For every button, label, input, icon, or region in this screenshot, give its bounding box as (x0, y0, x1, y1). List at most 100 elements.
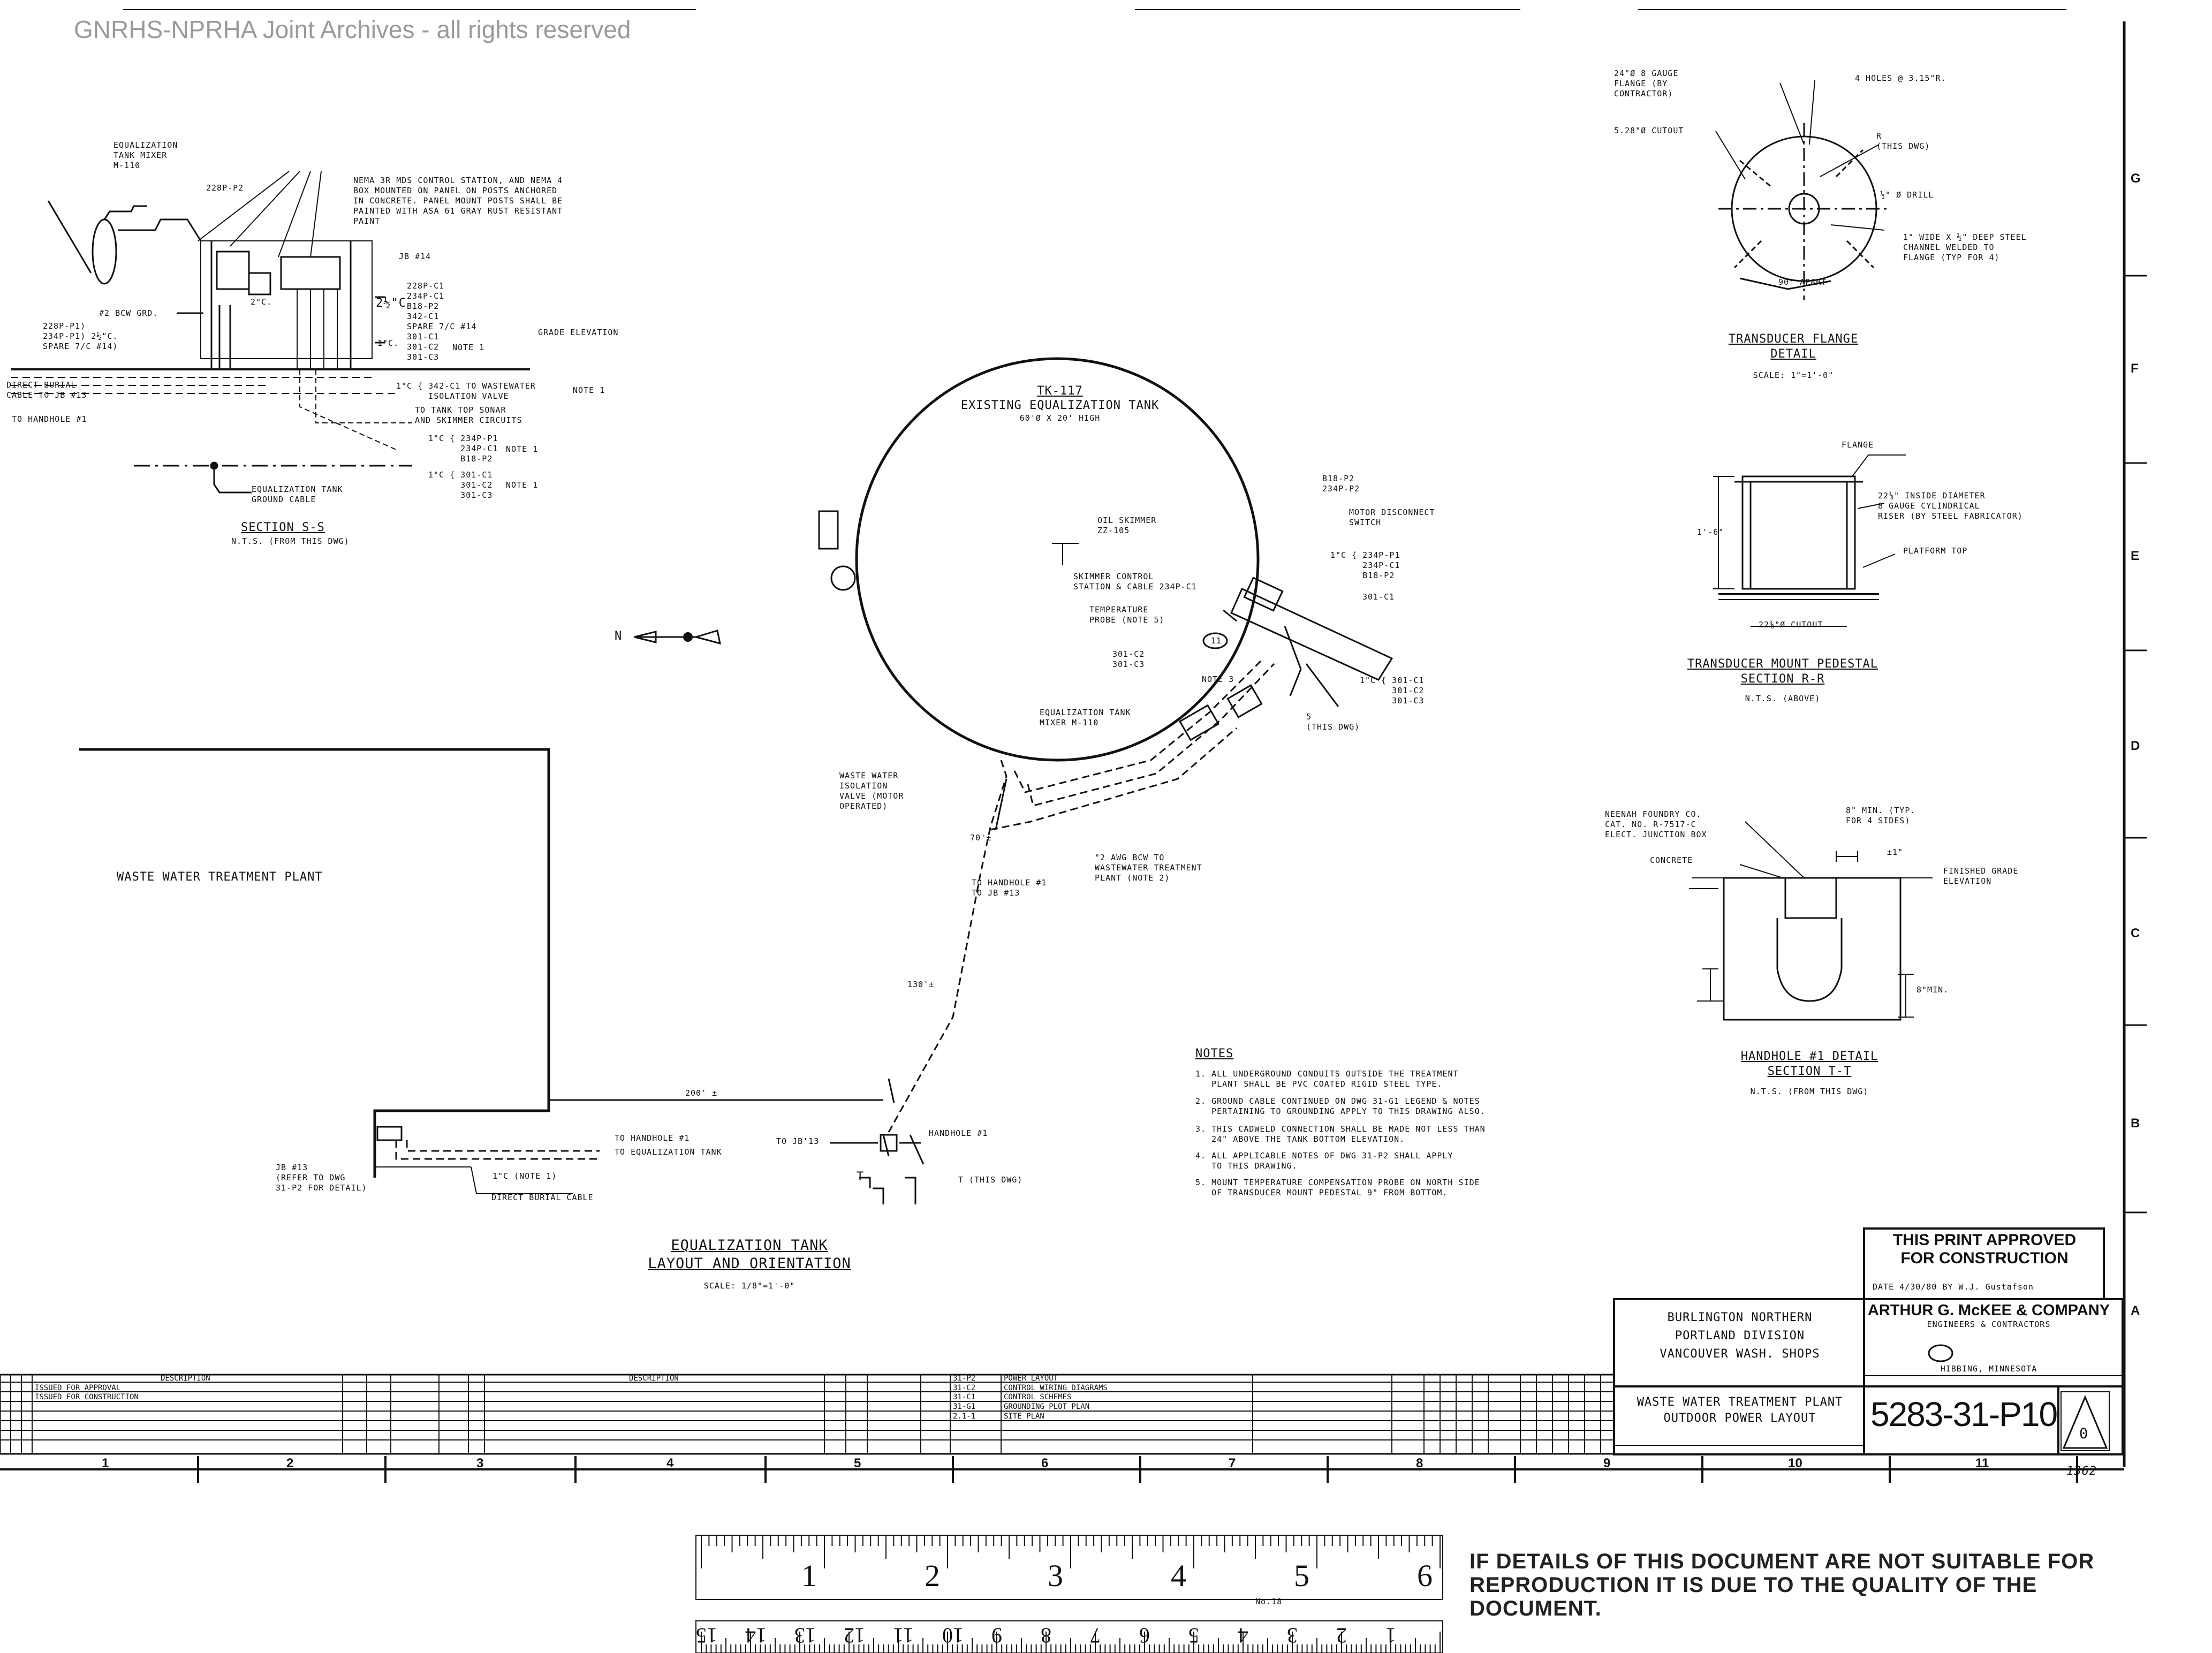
handhole-1-label: HANDHOLE #1 (929, 1128, 988, 1138)
valve-label: WASTE WATER ISOLATION VALVE (MOTOR OPERA… (839, 771, 904, 811)
to-handhole-label: TO HANDHOLE #1 (12, 414, 87, 424)
ruler-bottom-number: 3 (1287, 1624, 1298, 1648)
company-subtitle: ENGINEERS & CONTRACTORS (1927, 1320, 2051, 1329)
motor-switch-label: MOTOR DISCONNECT SWITCH (1349, 507, 1435, 527)
ruler-top-5: 5 (1294, 1558, 1309, 1593)
approval-stamp: THIS PRINT APPROVED FOR CONSTRUCTION (1892, 1231, 2077, 1267)
two-inch-conduit: 2"C. (251, 297, 272, 307)
grade-elevation-label: GRADE ELEVATION (538, 328, 619, 337)
reference-num-4: 31-G1 (953, 1402, 976, 1411)
flange-holes-label: 4 HOLES @ 3.15"R. (1855, 73, 1946, 83)
approval-date: DATE 4/30/80 BY W.J. Gustafson (1873, 1282, 2034, 1292)
revision-table-lines (0, 1374, 1615, 1455)
ruler-bottom-number: 6 (1139, 1624, 1150, 1648)
ruler-bottom-number: 12 (844, 1624, 865, 1648)
grid-ticks-bottom (197, 1456, 2078, 1483)
plant-linework (79, 748, 925, 1204)
ground-cable-label: EQUALIZATION TANK GROUND CABLE (252, 484, 343, 504)
grid-letter-a: A (2131, 1303, 2140, 1318)
tag-11: 11 (1211, 636, 1222, 646)
circuits-b-list: 301-C1 301-C2 301-C3 (407, 332, 440, 362)
drawing-title: WASTE WATER TREATMENT PLANT OUTDOOR POWE… (1637, 1396, 1843, 1425)
direct-burial-cable-label: DIRECT BURIAL CABLE (491, 1193, 594, 1202)
flange-this-dwg: R (THIS DWG) (1876, 131, 1930, 151)
to-equalization-tank-label: TO EQUALIZATION TANK (615, 1147, 722, 1157)
flange-drill-label: ½" Ø DRILL (1880, 190, 1934, 200)
flange-scale: SCALE: 1"=1'-0" (1753, 370, 1834, 380)
ruler-top-4: 4 (1171, 1558, 1186, 1593)
pedestal-height-label: 1'-6" (1697, 527, 1724, 537)
grid-letter-d: D (2131, 739, 2140, 753)
reference-header: DESCRIPTION (629, 1374, 679, 1383)
pedestal-linework (1713, 454, 1906, 627)
left-circuit-list: 228P-P1) 234P-P1) 2½"C. SPARE 7/C #14) (43, 321, 118, 351)
bcw-label: "2 AWG BCW TO WASTEWATER TREATMENT PLANT… (1095, 853, 1202, 883)
ruler-bottom-number: 11 (893, 1624, 914, 1648)
plant-outline (79, 748, 550, 1178)
flange-title: TRANSDUCER FLANGE DETAIL (1728, 332, 1859, 361)
ruler-top-3: 3 (1048, 1558, 1063, 1593)
reference-row-4: GROUNDING PLOT PLAN (1004, 1402, 1090, 1411)
pedestal-subtitle: N.T.S. (ABOVE) (1745, 694, 1821, 703)
tank-linework (634, 357, 1393, 1133)
dim-130: 130'± (907, 980, 935, 989)
reference-row-3: CONTROL SCHEMES (1004, 1393, 1072, 1401)
tank-size: 60'Ø X 20' HIGH (1019, 413, 1101, 423)
flange-channel-label: 1" WIDE X ½" DEEP STEEL CHANNEL WELDED T… (1903, 232, 2027, 262)
note-item-4: 4. ALL APPLICABLE NOTES OF DWG 31-P2 SHA… (1195, 1151, 1453, 1171)
ruler-top-1: 1 (801, 1558, 817, 1593)
reference-num-5: 2.1-1 (953, 1412, 976, 1421)
note-item-5: 5. MOUNT TEMPERATURE COMPENSATION PROBE … (1195, 1178, 1480, 1197)
flange-linework (1715, 80, 1890, 300)
client-block: BURLINGTON NORTHERN PORTLAND DIVISION VA… (1660, 1311, 1820, 1361)
ruler-bottom-number: 14 (745, 1624, 767, 1648)
jb13-label: JB #13 (REFER TO DWG 31-P2 FOR DETAIL) (276, 1163, 367, 1193)
grid-number-7: 7 (1229, 1456, 1236, 1470)
tank-id: TK-117 (1037, 384, 1083, 398)
note1a-label: NOTE 1 (452, 343, 485, 352)
section-ss-title: SECTION S-S (241, 521, 325, 534)
jb14-label: JB #14 (399, 252, 431, 261)
flange-cutout-label: 5.28"Ø CUTOUT (1614, 126, 1684, 135)
grid-number-8: 8 (1416, 1456, 1423, 1470)
skimmer-control-label: SKIMMER CONTROL STATION & CABLE 234P-C1 (1073, 572, 1197, 592)
flange-gauge-label: 24"Ø 8 GAUGE FLANGE (BY CONTRACTOR) (1614, 69, 1679, 98)
ruler-bottom-number: 7 (1090, 1624, 1101, 1648)
tank-outline (855, 357, 1260, 762)
ruler-tag: No.18 (1255, 1597, 1283, 1606)
reference-num-3: 31-C1 (953, 1393, 976, 1401)
to-handhole-vertical: TO HANDHOLE #1 TO JB #13 (972, 878, 1047, 898)
p2-label: 228P-P2 (206, 183, 244, 193)
handhole-linework (1689, 821, 1933, 1021)
grid-number-11: 11 (1975, 1456, 1989, 1470)
conduit-b-label: 1"C. (377, 338, 399, 348)
to-handhole-1-label: TO HANDHOLE #1 (615, 1133, 690, 1143)
reference-row-1: POWER LAYOUT (1004, 1374, 1058, 1383)
section-ss-subtitle: N.T.S. (FROM THIS DWG) (231, 536, 350, 546)
grid-letter-c: C (2131, 926, 2140, 941)
handhole-min-label: 8" MIN. (TYP. FOR 4 SIDES) (1846, 806, 1916, 825)
revision-row-2: ISSUED FOR CONSTRUCTION (35, 1393, 139, 1401)
handhole-subtitle: N.T.S. (FROM THIS DWG) (1750, 1087, 1869, 1096)
this-dwg-label: 5 (THIS DWG) (1306, 712, 1360, 732)
note-item-2: 2. GROUND CABLE CONTINUED ON DWG 31-G1 L… (1195, 1096, 1486, 1116)
finished-grade-label: FINISHED GRADE ELEVATION (1943, 866, 2019, 886)
c1-note-label: 1"C (NOTE 1) (493, 1171, 557, 1181)
ruler-bottom-number: 9 (991, 1624, 1002, 1648)
grid-number-6: 6 (1041, 1456, 1049, 1470)
pedestal-flange-label: FLANGE (1842, 440, 1874, 450)
c301-right-label: 1"C { 301-C1 301-C2 301-C3 (1360, 676, 1425, 706)
oil-skimmer-label: OIL SKIMMER ZZ-105 (1097, 515, 1157, 535)
handhole-one-label: ±1" (1887, 847, 1904, 857)
handhole-min-vertical: 8"MIN. (1916, 985, 1949, 995)
ruler-bottom-number: 15 (696, 1624, 717, 1648)
c342-label: 1"C { 342-C1 TO WASTEWATER ISOLATION VAL… (396, 381, 536, 401)
grid-number-10: 10 (1788, 1456, 1802, 1470)
scale-ruler (695, 1535, 1443, 1653)
note1d-label: NOTE 1 (506, 480, 539, 490)
temperature-probe-label: TEMPERATURE PROBE (NOTE 5) (1089, 605, 1165, 625)
grid-ticks-right (2124, 275, 2147, 1214)
grid-letter-b: B (2131, 1116, 2140, 1131)
note3-label: NOTE 3 (1202, 674, 1234, 684)
c301-pair-label: 301-C2 301-C3 (1112, 649, 1145, 669)
